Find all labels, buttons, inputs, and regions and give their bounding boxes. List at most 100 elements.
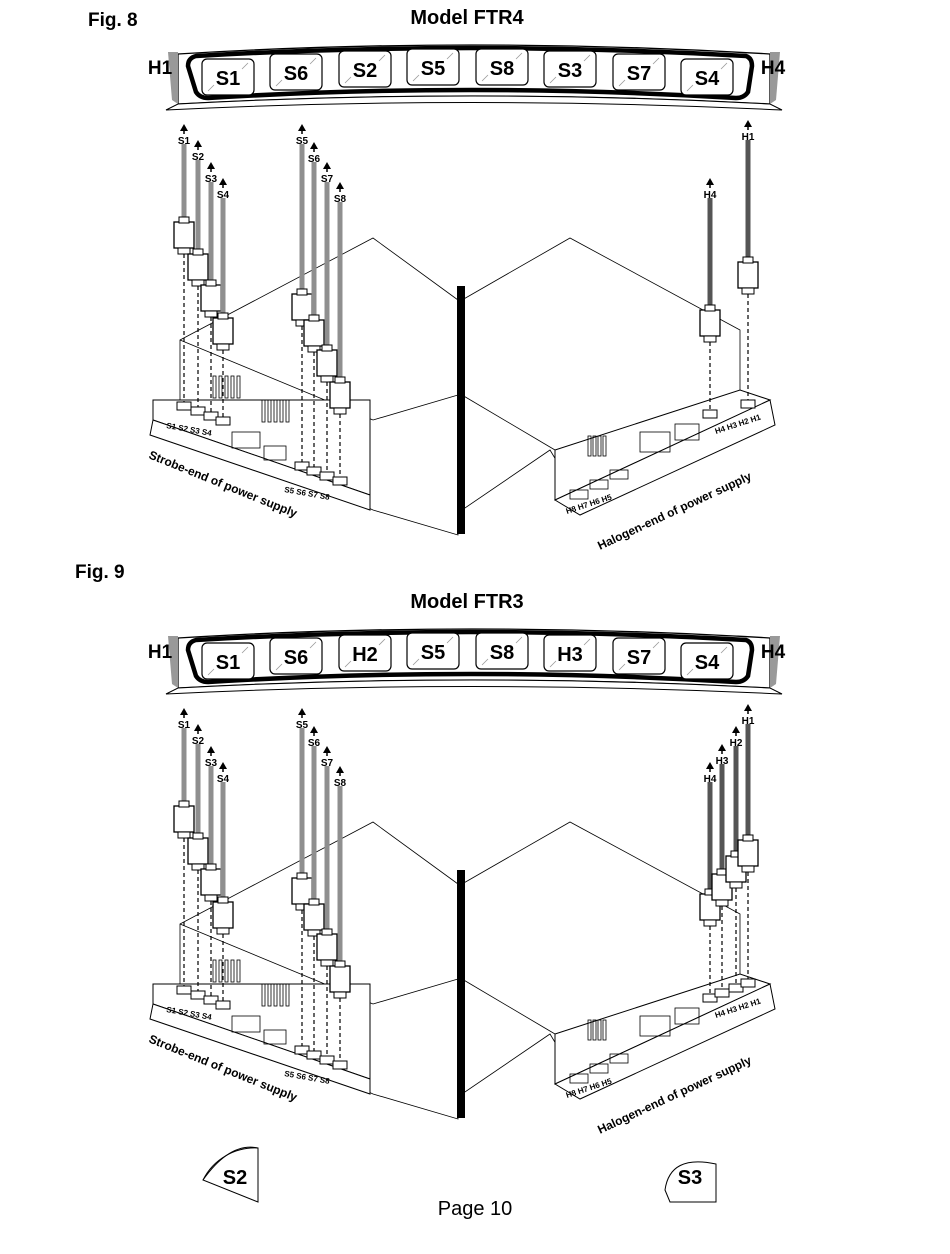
connector-s6 bbox=[303, 903, 325, 931]
module-glare bbox=[686, 84, 694, 92]
port-s5 bbox=[294, 461, 310, 471]
wire-label-s7: S7 bbox=[321, 758, 334, 769]
vent-slot bbox=[267, 399, 272, 423]
vent-slot bbox=[236, 375, 241, 399]
module-glare bbox=[241, 62, 249, 70]
vent-slot bbox=[230, 959, 235, 983]
arrow-up-icon bbox=[219, 762, 227, 769]
connector-s7-foot bbox=[320, 959, 334, 967]
module-glare bbox=[378, 54, 386, 62]
module-glare bbox=[309, 641, 317, 649]
module-label-s8: S8 bbox=[490, 58, 514, 80]
module-glare bbox=[481, 658, 489, 666]
module-glare bbox=[241, 646, 249, 654]
connector-s3-tab bbox=[205, 863, 217, 871]
fig9-label: Fig. 9 bbox=[75, 562, 125, 583]
arrow-up-icon bbox=[194, 724, 202, 731]
fig9-model-title: Model FTR3 bbox=[410, 591, 524, 613]
wire-label-h2: H2 bbox=[730, 738, 743, 749]
module-label-s6: S6 bbox=[284, 647, 308, 669]
module-label-s1: S1 bbox=[216, 652, 240, 674]
wire-label-h4: H4 bbox=[704, 190, 717, 201]
module-glare bbox=[275, 79, 283, 87]
arrow-up-icon bbox=[298, 708, 306, 715]
connector-s8-tab bbox=[334, 960, 346, 968]
vent-slot bbox=[236, 959, 241, 983]
wire-label-s5: S5 bbox=[296, 720, 309, 731]
module-glare bbox=[309, 57, 317, 65]
wire-label-s1: S1 bbox=[178, 720, 191, 731]
connector-h4-tab bbox=[704, 304, 716, 312]
module-label-s4: S4 bbox=[695, 68, 720, 90]
module-glare bbox=[515, 52, 523, 60]
wire-label-h3: H3 bbox=[716, 756, 729, 767]
connector-s1-foot bbox=[177, 831, 191, 839]
connector-h4-foot bbox=[703, 335, 717, 343]
arrow-up-icon bbox=[706, 178, 714, 185]
vent-slot bbox=[597, 1019, 602, 1041]
strobe-supply-edge bbox=[372, 394, 459, 421]
wire-label-s8: S8 bbox=[334, 778, 347, 789]
vent-slot bbox=[273, 399, 278, 423]
vent-slot bbox=[230, 375, 235, 399]
center-divider bbox=[457, 286, 465, 534]
connector-s1 bbox=[173, 805, 195, 833]
connector-s1-foot bbox=[177, 247, 191, 255]
connector-h4-foot bbox=[703, 919, 717, 927]
vent-slot bbox=[592, 435, 597, 457]
module-s5 bbox=[406, 632, 460, 670]
arrow-up-icon bbox=[744, 704, 752, 711]
port-s2 bbox=[190, 990, 206, 1000]
port-h4 bbox=[702, 409, 718, 419]
wire-label-s2: S2 bbox=[192, 736, 205, 747]
module-label-h2: H2 bbox=[352, 644, 378, 666]
connector-s8 bbox=[329, 965, 351, 993]
module-glare bbox=[481, 74, 489, 82]
module-glare bbox=[515, 636, 523, 644]
module-label-h3: H3 bbox=[557, 644, 583, 666]
port-block bbox=[589, 1063, 609, 1074]
page-number: Page 10 bbox=[437, 1198, 513, 1220]
module-label-s8: S8 bbox=[490, 642, 514, 664]
arrow-up-icon bbox=[180, 708, 188, 715]
arrow-up-icon bbox=[718, 744, 726, 751]
vent-slot bbox=[224, 375, 229, 399]
connector-s4 bbox=[212, 901, 234, 929]
vent-slot bbox=[273, 983, 278, 1007]
module-glare bbox=[720, 62, 728, 70]
module-label-s1: S1 bbox=[216, 68, 240, 90]
connector-s8-tab bbox=[334, 376, 346, 384]
arrow-up-icon bbox=[298, 124, 306, 131]
connector-s7-tab bbox=[321, 344, 333, 352]
connector-s3 bbox=[200, 284, 222, 312]
vent-slot bbox=[261, 983, 266, 1007]
wire-label-s3: S3 bbox=[205, 174, 218, 185]
arrow-up-icon bbox=[310, 142, 318, 149]
port-s4 bbox=[215, 416, 231, 426]
module-glare bbox=[549, 660, 557, 668]
arrow-up-icon bbox=[219, 178, 227, 185]
module-glare bbox=[549, 76, 557, 84]
vent-slot bbox=[587, 435, 592, 457]
fuse-block bbox=[674, 1007, 700, 1025]
connector-h3-foot bbox=[715, 899, 729, 907]
arrow-up-icon bbox=[207, 746, 215, 753]
vent-slot bbox=[285, 983, 290, 1007]
module-glare bbox=[618, 663, 626, 671]
halogen-supply-edge bbox=[461, 978, 556, 1035]
connector-h4 bbox=[699, 309, 721, 337]
module-glare bbox=[344, 660, 352, 668]
connector-s3 bbox=[200, 868, 222, 896]
vent-slot bbox=[261, 399, 266, 423]
vent-slot bbox=[279, 983, 284, 1007]
tab-s2-arc bbox=[202, 1146, 259, 1181]
port-block bbox=[569, 489, 589, 500]
port-s5 bbox=[294, 1045, 310, 1055]
module-glare bbox=[618, 79, 626, 87]
light-bar-endcap-right bbox=[770, 52, 780, 104]
module-glare bbox=[583, 638, 591, 646]
module-glare bbox=[378, 638, 386, 646]
